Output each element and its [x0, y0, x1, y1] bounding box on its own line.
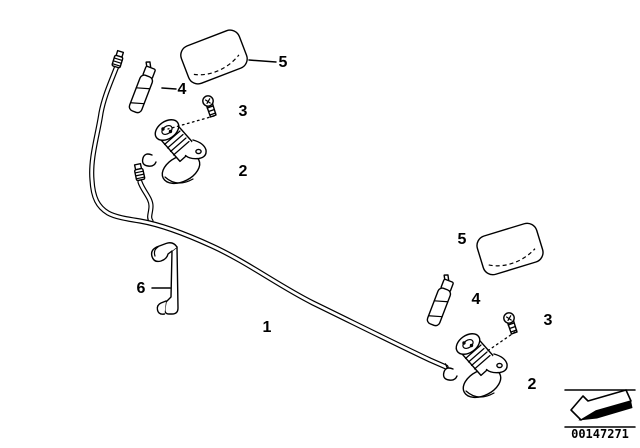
callout-5-lower[interactable]: 5 — [457, 231, 467, 248]
hose-branch-upper — [137, 179, 154, 224]
diagram-number: 00147271 — [571, 427, 629, 441]
callout-5-upper[interactable]: 5 — [278, 54, 288, 71]
spray-nozzle-lower — [425, 273, 458, 328]
callout-3-upper[interactable]: 3 — [238, 103, 248, 120]
stamp-box — [564, 389, 636, 428]
washer-pump-upper — [141, 114, 207, 190]
callout-3-lower[interactable]: 3 — [543, 312, 553, 329]
cover-cap-upper — [177, 26, 251, 88]
washer-pump-lower — [442, 328, 508, 404]
hose-fitting-top — [111, 49, 126, 69]
callout-4-upper[interactable]: 4 — [177, 81, 187, 98]
cover-cap-lower — [473, 220, 547, 278]
bracket-part-6 — [150, 242, 179, 315]
callout-2-lower[interactable]: 2 — [527, 376, 537, 393]
callout-2-upper[interactable]: 2 — [238, 163, 248, 180]
screw-lower — [503, 312, 518, 335]
screw-upper — [202, 95, 217, 118]
spray-nozzle-upper — [127, 60, 160, 115]
direction-arrow-icon — [570, 389, 633, 421]
callout-4-lower[interactable]: 4 — [471, 291, 481, 308]
leader-lines — [151, 59, 516, 353]
callout-1[interactable]: 1 — [262, 319, 272, 336]
callout-6[interactable]: 6 — [136, 280, 146, 297]
hose-fitting-branch — [132, 162, 146, 182]
